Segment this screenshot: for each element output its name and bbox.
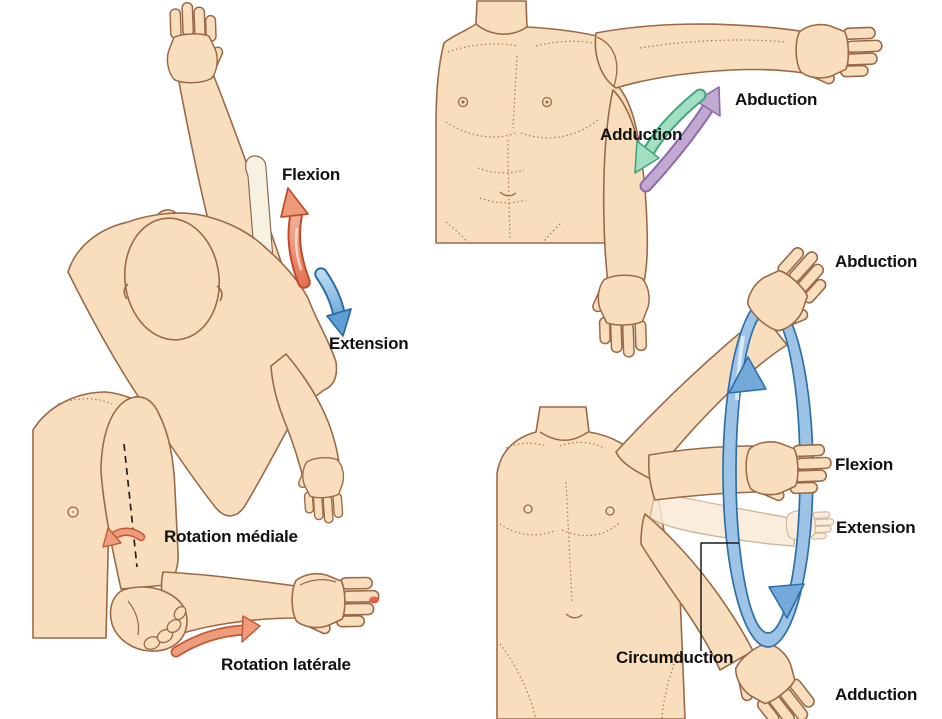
figure-circumduction xyxy=(496,236,845,719)
fingertip-red xyxy=(369,596,379,604)
upper-arm xyxy=(100,396,179,590)
nipple-dot xyxy=(72,511,74,513)
flexion-arm xyxy=(647,445,757,501)
label-extension-topleft: Extension xyxy=(329,334,409,353)
label-abduction-right: Abduction xyxy=(835,252,918,271)
label-rotation-mediale: Rotation médiale xyxy=(164,527,298,546)
rotation-axis-dashed xyxy=(123,443,138,568)
label-rotation-laterale: Rotation latérale xyxy=(221,655,351,674)
label-extension-right: Extension xyxy=(836,518,916,537)
hand-flexion xyxy=(744,438,834,504)
adduction-arrow-icon xyxy=(634,88,707,174)
label-flexion-topleft: Flexion xyxy=(282,165,341,184)
head-top-view xyxy=(123,217,221,341)
nipples xyxy=(523,504,615,516)
ring-arrow-up xyxy=(728,356,767,394)
knuckle-line xyxy=(299,579,337,586)
fist-fingers xyxy=(143,605,187,650)
circumduction-leader-line xyxy=(700,542,739,651)
label-flexion-right: Flexion xyxy=(835,455,894,474)
label-circumduction: Circumduction xyxy=(616,648,734,667)
rotation-mediale-arrow-icon xyxy=(102,527,146,548)
rotation-laterale-arrow-icon xyxy=(170,615,261,658)
adduction-arm xyxy=(640,513,754,671)
torso-front xyxy=(435,0,641,244)
hand-hanging xyxy=(589,273,652,359)
flexion-arrow-icon xyxy=(280,187,311,289)
figure-flexion-extension xyxy=(67,0,352,526)
figure-rotation xyxy=(32,391,381,658)
hand-up xyxy=(164,0,226,85)
ear-left xyxy=(123,283,129,300)
abduction-arrow-icon xyxy=(639,86,721,193)
torso-detail-lines xyxy=(499,441,679,719)
hand-right xyxy=(794,21,884,88)
navel xyxy=(565,613,583,619)
abducted-arm xyxy=(594,23,804,89)
collar-line xyxy=(475,23,528,35)
extension-arrow-icon xyxy=(314,267,352,337)
deltoid-line xyxy=(596,36,618,87)
label-adduction-bottomright: Adduction xyxy=(835,685,918,704)
torso-detail-lines xyxy=(445,39,787,244)
figure-abduction-adduction xyxy=(435,0,884,359)
navel xyxy=(499,191,517,197)
nipple xyxy=(67,506,79,518)
shoulder-dotted xyxy=(57,398,113,405)
label-adduction-topright: Adduction xyxy=(600,125,683,144)
nipples xyxy=(457,96,553,108)
ear-right xyxy=(216,285,223,302)
thumb-fold xyxy=(127,600,140,636)
label-abduction-topright: Abduction xyxy=(735,90,818,109)
collar-line xyxy=(539,431,589,442)
ring-arrow-down xyxy=(768,583,805,619)
